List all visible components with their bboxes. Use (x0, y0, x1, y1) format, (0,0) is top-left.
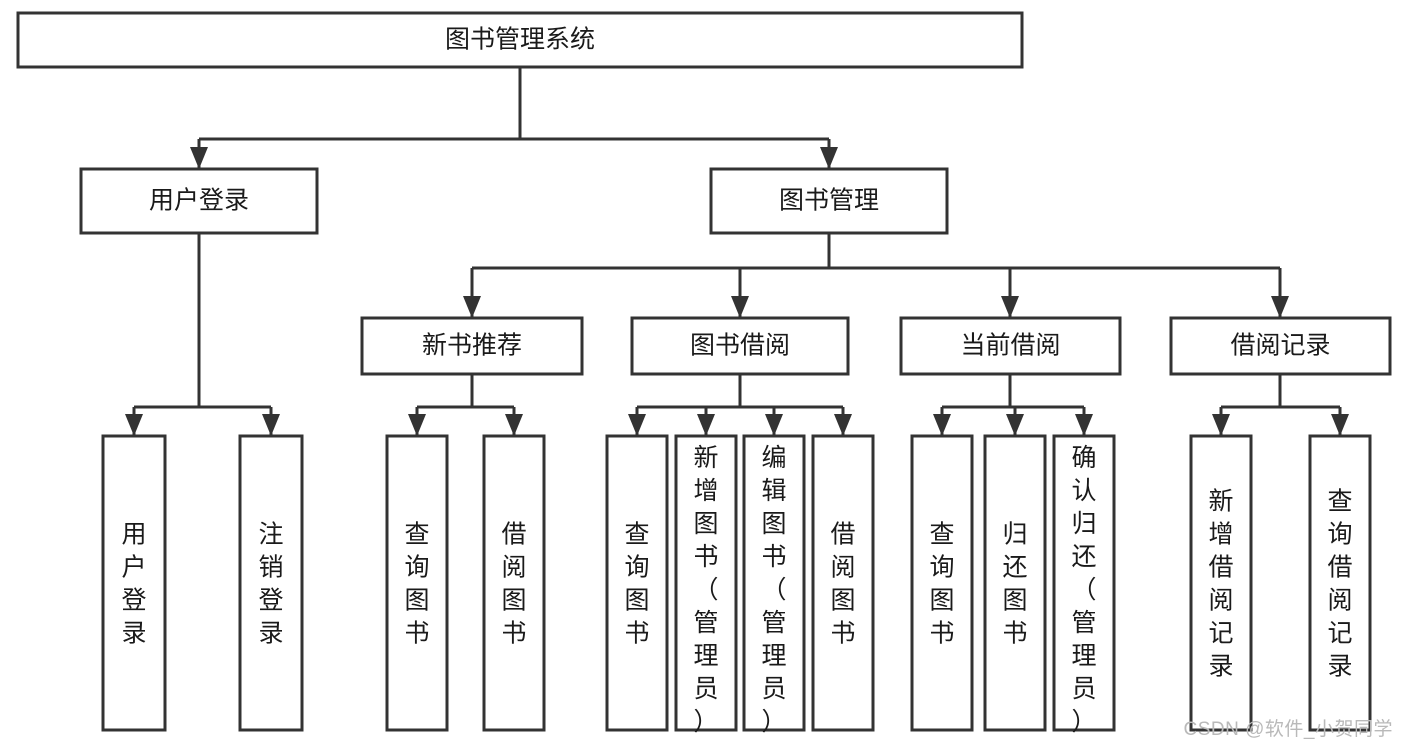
node-label: 查询图书 (929, 521, 954, 648)
arrow-head-icon (1212, 414, 1230, 436)
node-label: 用户登录 (149, 187, 249, 215)
node-label: 查询图书 (404, 521, 429, 648)
node-box (16, 11, 1024, 69)
arrow-head-icon (1001, 296, 1019, 318)
node-label: 借阅图书 (501, 521, 526, 648)
connectors-layer (125, 67, 1349, 436)
node-level3-3-借阅记录[interactable]: 借阅记录 (1169, 316, 1392, 376)
arrow-head-icon (1006, 414, 1024, 436)
node-box (983, 434, 1047, 732)
arrow-head-icon (933, 414, 951, 436)
arrow-head-icon (408, 414, 426, 436)
node-box (238, 434, 304, 732)
arrow-head-icon (697, 414, 715, 436)
node-label: 借阅图书 (830, 521, 855, 648)
arrow-head-icon (262, 414, 280, 436)
node-box (811, 434, 875, 732)
node-box (101, 434, 167, 732)
arrow-head-icon (125, 414, 143, 436)
node-box (709, 167, 949, 235)
arrow-head-icon (1331, 414, 1349, 436)
node-leaf-12-查询借阅记录[interactable]: 查询借阅记录 (1308, 434, 1372, 732)
nodes-layer: 图书管理系统用户登录图书管理新书推荐图书借阅当前借阅借阅记录用户登录注销登录查询… (16, 11, 1392, 736)
node-root-0-图书管理系统[interactable]: 图书管理系统 (16, 11, 1024, 69)
csdn-watermark: CSDN @软件_小贺同学 (1183, 719, 1393, 740)
node-leaf-1-注销登录[interactable]: 注销登录 (238, 434, 304, 732)
node-label: 归还图书 (1002, 521, 1027, 648)
arrow-head-icon (731, 296, 749, 318)
node-box (1189, 434, 1253, 732)
arrow-head-icon (190, 147, 208, 169)
node-box (79, 167, 319, 235)
node-label: 确认归还（管理员） (1071, 444, 1096, 736)
node-label: 注销登录 (258, 521, 283, 648)
node-leaf-4-查询图书[interactable]: 查询图书 (605, 434, 669, 732)
node-box (1169, 316, 1392, 376)
node-label: 新增借阅记录 (1208, 488, 1233, 681)
node-label: 查询图书 (624, 521, 649, 648)
node-box (630, 316, 850, 376)
node-leaf-9-归还图书[interactable]: 归还图书 (983, 434, 1047, 732)
node-label: 当前借阅 (960, 332, 1060, 360)
node-box (1052, 434, 1116, 732)
node-level3-0-新书推荐[interactable]: 新书推荐 (360, 316, 584, 376)
node-box (385, 434, 449, 732)
node-label: 图书管理系统 (445, 26, 595, 54)
node-box (910, 434, 974, 732)
arrow-head-icon (820, 147, 838, 169)
node-label: 图书借阅 (690, 332, 790, 360)
node-box (674, 434, 738, 732)
node-leaf-11-新增借阅记录[interactable]: 新增借阅记录 (1189, 434, 1253, 732)
node-leaf-5-新增图书管理员[interactable]: 新增图书（管理员） (674, 434, 738, 736)
node-level3-2-当前借阅[interactable]: 当前借阅 (899, 316, 1122, 376)
node-leaf-8-查询图书[interactable]: 查询图书 (910, 434, 974, 732)
node-label: 编辑图书（管理员） (761, 444, 786, 736)
node-label: 新增图书（管理员） (693, 444, 718, 736)
node-box (605, 434, 669, 732)
node-box (1308, 434, 1372, 732)
node-label: 查询借阅记录 (1327, 488, 1352, 681)
node-label: 借阅记录 (1230, 332, 1330, 360)
arrow-head-icon (765, 414, 783, 436)
node-level3-1-图书借阅[interactable]: 图书借阅 (630, 316, 850, 376)
node-box (482, 434, 546, 732)
arrow-head-icon (834, 414, 852, 436)
arrow-head-icon (463, 296, 481, 318)
arrow-head-icon (628, 414, 646, 436)
node-leaf-10-确认归还管理员[interactable]: 确认归还（管理员） (1052, 434, 1116, 736)
node-level2-0-用户登录[interactable]: 用户登录 (79, 167, 319, 235)
node-leaf-2-查询图书[interactable]: 查询图书 (385, 434, 449, 732)
node-leaf-3-借阅图书[interactable]: 借阅图书 (482, 434, 546, 732)
arrow-head-icon (1271, 296, 1289, 318)
node-box (899, 316, 1122, 376)
node-leaf-0-用户登录[interactable]: 用户登录 (101, 434, 167, 732)
node-box (742, 434, 806, 732)
arrow-head-icon (505, 414, 523, 436)
node-label: 图书管理 (779, 187, 879, 215)
node-level2-1-图书管理[interactable]: 图书管理 (709, 167, 949, 235)
node-leaf-7-借阅图书[interactable]: 借阅图书 (811, 434, 875, 732)
node-label: 用户登录 (121, 521, 146, 648)
node-leaf-6-编辑图书管理员[interactable]: 编辑图书（管理员） (742, 434, 806, 736)
arrow-head-icon (1075, 414, 1093, 436)
node-box (360, 316, 584, 376)
node-label: 新书推荐 (422, 332, 522, 360)
